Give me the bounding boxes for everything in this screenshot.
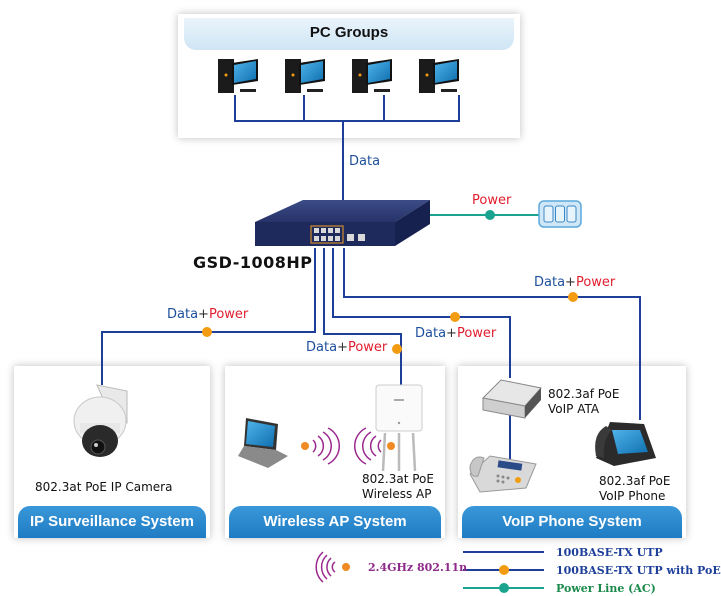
- ac-badge-icon: [485, 210, 495, 220]
- poe-badge-icon: [568, 292, 578, 302]
- data-text: Data: [306, 340, 338, 355]
- plus-text: +: [337, 340, 348, 355]
- phone-label-line1: 802.3af PoE: [599, 474, 671, 488]
- data-text: Data: [534, 275, 566, 290]
- wireless-ap-icon: [375, 384, 423, 472]
- pc-icon: [218, 59, 258, 93]
- n-badge-icon: [387, 442, 395, 450]
- ata-label-line1: 802.3af PoE: [548, 387, 620, 401]
- poe-badge-icon: [450, 312, 460, 322]
- legend-line-poe: [463, 565, 544, 575]
- power-outlet-icon: [538, 200, 582, 228]
- legend-line-ac: [463, 583, 544, 593]
- plus-text: +: [198, 307, 209, 322]
- ap-label-line1: 802.3at PoE: [362, 472, 434, 486]
- power-label: Power: [472, 193, 512, 208]
- power-text: Power: [575, 275, 616, 290]
- pc-lan-lines: [234, 95, 460, 202]
- switch-icon: [255, 200, 430, 246]
- pc-groups-title: PC Groups: [184, 18, 514, 50]
- power-text: Power: [347, 340, 388, 355]
- voip-ata-icon: [481, 379, 542, 419]
- plus-text: +: [446, 326, 457, 341]
- voip-phone-icon: [595, 422, 656, 466]
- voip-phone-title: VoIP Phone System: [462, 506, 682, 538]
- plus-text: +: [565, 275, 576, 290]
- wireless-ap-title: Wireless AP System: [229, 506, 441, 538]
- power-text: Power: [208, 307, 249, 322]
- desk-phone-icon: [469, 455, 537, 493]
- poe-badges: [202, 292, 578, 354]
- laptop-icon: [238, 418, 288, 468]
- link-label-camera: Data+Power: [167, 307, 248, 322]
- data-text: Data: [167, 307, 199, 322]
- n-badge-icon: [301, 442, 309, 450]
- phone-label-line2: VoIP Phone: [599, 489, 666, 503]
- ip-surveillance-title: IP Surveillance System: [18, 506, 206, 538]
- ap-label-line2: Wireless AP: [362, 487, 432, 501]
- power-line: [410, 210, 540, 220]
- legend-wifi-label: 2.4GHz 802.11n: [368, 561, 468, 574]
- power-text: Power: [456, 326, 497, 341]
- pc-icon: [352, 59, 392, 93]
- legend-poe-label: 100BASE-TX UTP with PoE: [556, 564, 721, 577]
- pc-icon: [285, 59, 325, 93]
- topology-diagram: [73, 59, 656, 593]
- legend-ac-label: Power Line (AC): [556, 582, 656, 595]
- switch-model-label: GSD-1008HP: [193, 253, 313, 272]
- data-text: Data: [415, 326, 447, 341]
- poe-badge-icon: [202, 327, 212, 337]
- link-label-ata: Data+Power: [415, 326, 496, 341]
- uplink-label: Data: [349, 154, 381, 169]
- legend-utp-label: 100BASE-TX UTP: [556, 546, 663, 559]
- ata-label-line2: VoIP ATA: [548, 402, 600, 416]
- camera-label: 802.3at PoE IP Camera: [35, 480, 173, 494]
- pc-icon: [419, 59, 459, 93]
- ip-camera-icon: [73, 384, 128, 457]
- wifi-signal-icon: [301, 427, 395, 465]
- link-label-phone: Data+Power: [534, 275, 615, 290]
- legend-wifi-icon: [315, 551, 350, 583]
- poe-badge-icon: [392, 344, 402, 354]
- link-label-ap: Data+Power: [306, 340, 387, 355]
